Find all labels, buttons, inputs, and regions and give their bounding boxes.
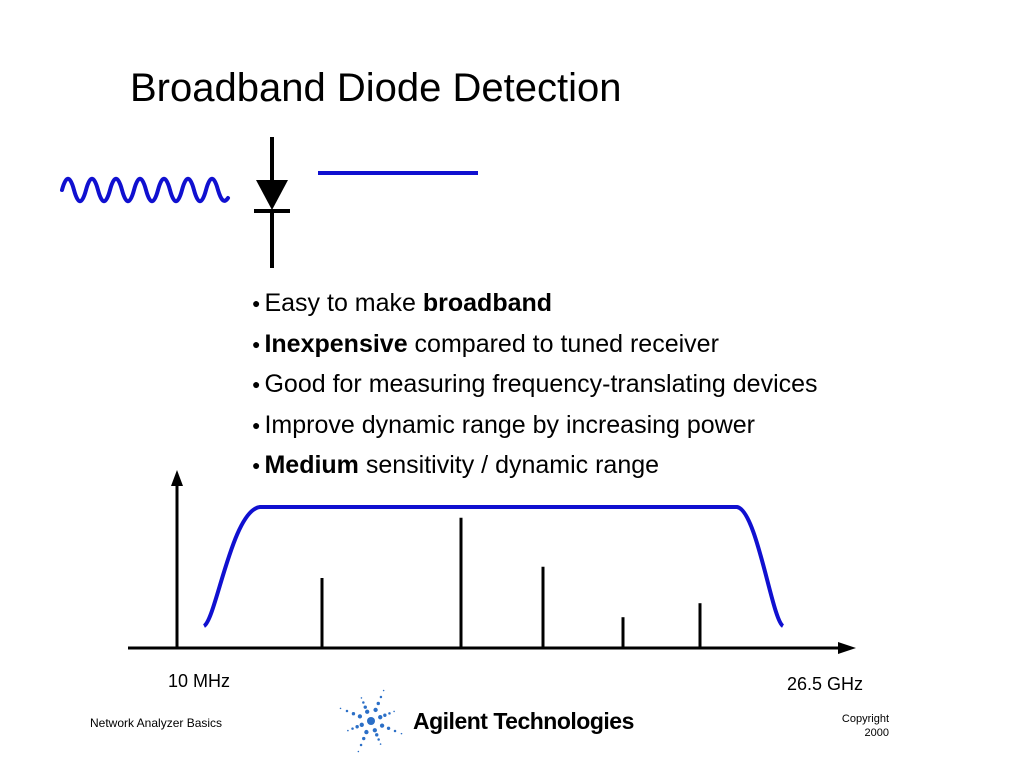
bullet-dot-icon: ●: [252, 376, 261, 392]
broadband-response-curve: [202, 505, 785, 628]
spectral-lines: [320, 517, 702, 648]
axis-label-start: 10 MHz: [168, 671, 231, 691]
copyright-notice: Copyright 2000: [841, 713, 889, 739]
bullet-dot-icon: ●: [252, 295, 261, 311]
agilent-spark-icon: [339, 689, 403, 753]
bullet-list: ●Easy to make broadband ●Inexpensive com…: [252, 285, 818, 488]
rf-input-waveform: [60, 176, 230, 204]
slide-title: Broadband Diode Detection: [130, 66, 622, 110]
bullet-dot-icon: ●: [252, 416, 261, 433]
bullet-item: ●Easy to make broadband: [252, 289, 553, 317]
spectrum-axes: [128, 470, 856, 654]
bullet-dot-icon: ●: [252, 457, 261, 473]
footer-course-title: Network Analyzer Basics: [90, 716, 223, 730]
axis-label-end: 26.5 GHz: [787, 674, 864, 694]
bullet-item: ●Medium sensitivity / dynamic range: [252, 451, 660, 479]
company-logo-text: Agilent Technologies: [413, 708, 634, 734]
bullet-item: ●Inexpensive compared to tuned receiver: [252, 329, 719, 358]
bullet-item: ●Good for measuring frequency-translatin…: [252, 370, 818, 398]
bullet-item: ●Improve dynamic range by increasing pow…: [252, 410, 755, 439]
diode-icon: [254, 137, 290, 268]
bullet-dot-icon: ●: [252, 335, 261, 352]
